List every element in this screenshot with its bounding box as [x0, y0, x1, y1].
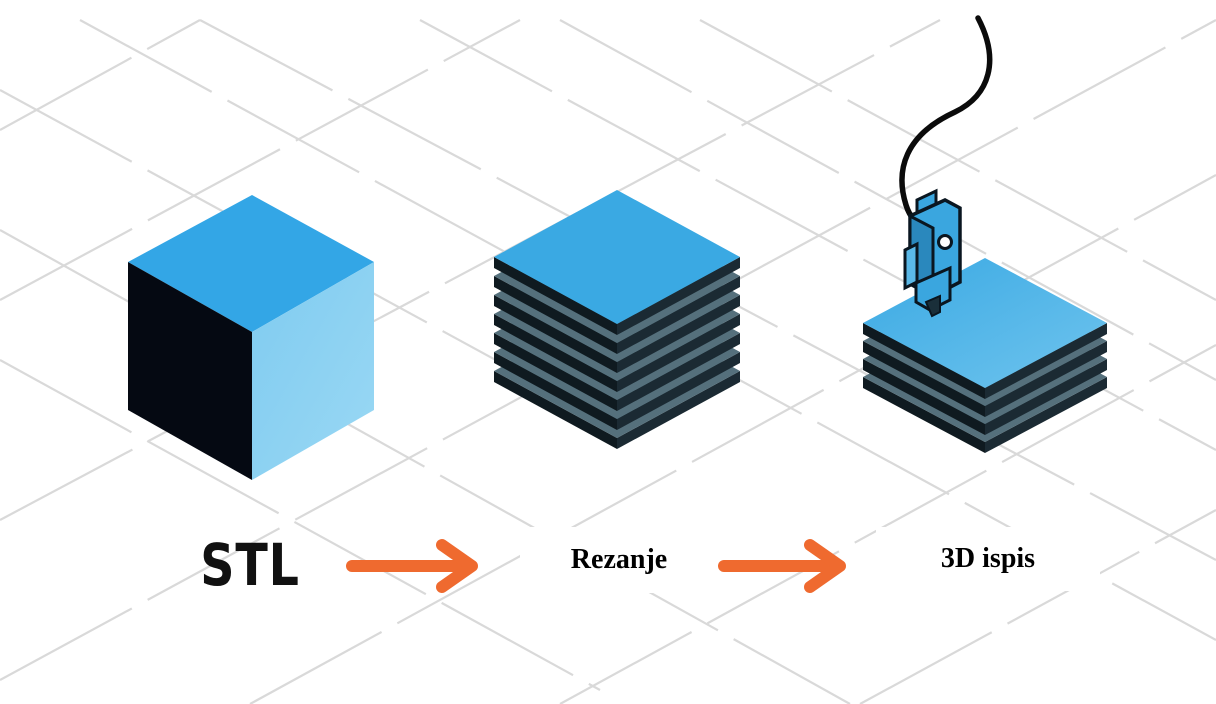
step-label-3d-ispis: 3D ispis	[876, 527, 1100, 591]
layer-side	[617, 295, 740, 373]
layer-side	[494, 352, 617, 430]
layer-side	[617, 257, 740, 335]
sliced-layers-icon	[494, 190, 740, 449]
layer-side	[617, 314, 740, 392]
layer-side	[863, 359, 985, 435]
layer-side	[494, 314, 617, 392]
grid-line	[0, 19, 521, 301]
layer-side	[863, 341, 985, 417]
grid-line	[559, 344, 1216, 704]
layer-side	[985, 359, 1107, 435]
layer-side	[863, 323, 985, 399]
layer-side	[985, 341, 1107, 417]
layer-side	[985, 323, 1107, 399]
grid-line	[0, 359, 601, 691]
layer-side	[494, 295, 617, 373]
layer-side	[985, 377, 1107, 453]
grid-line	[0, 229, 851, 704]
grid-line	[0, 19, 201, 131]
grid-line	[0, 89, 561, 396]
layer-side	[617, 352, 740, 430]
layer-side	[494, 257, 617, 335]
printer-nozzle-icon	[899, 15, 993, 318]
layer-side	[617, 333, 740, 411]
step-label-rezanje: Rezanje	[520, 527, 718, 593]
grid-line	[559, 19, 1216, 381]
layer-top	[494, 190, 740, 324]
arrow-right-icon	[346, 539, 478, 593]
layer-side	[494, 371, 617, 449]
layer-side	[494, 333, 617, 411]
layer-side	[617, 371, 740, 449]
stl-cube-icon	[128, 195, 374, 480]
arrow-right-icon	[718, 539, 846, 593]
layer-side	[494, 276, 617, 354]
layer-side	[863, 377, 985, 453]
grid-line	[0, 19, 941, 521]
step-label-stl: STL	[200, 531, 300, 599]
grid-line	[249, 174, 1216, 704]
layer-side	[617, 276, 740, 354]
printing-layers-icon	[863, 258, 1107, 453]
grid-line	[859, 509, 1216, 704]
